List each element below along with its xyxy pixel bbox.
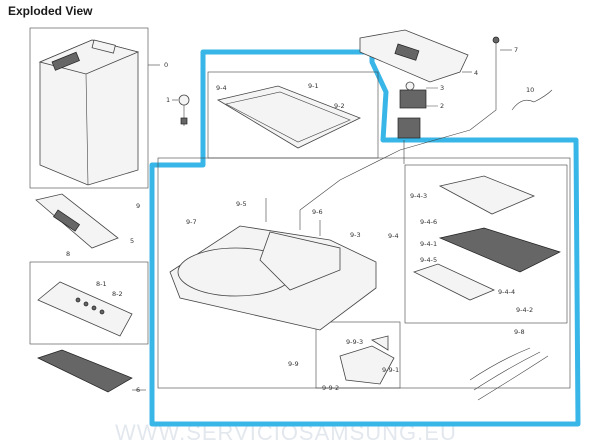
frame-control-panel	[29, 261, 149, 345]
frame-cover-group	[207, 71, 379, 159]
label-9-9-1: 9-9-1	[382, 366, 399, 374]
part-wire-harness	[511, 89, 553, 111]
part-main-pcb	[37, 349, 133, 393]
part-pcb-board	[438, 227, 561, 273]
label-9-6: 9-6	[312, 208, 323, 216]
part-control-panel	[37, 281, 133, 337]
label-9-3: 9-3	[350, 231, 361, 239]
label-9-7: 9-7	[186, 218, 197, 226]
label-7: 7	[514, 46, 518, 54]
label-9-4-1: 9-4-1	[420, 240, 437, 248]
part-washer-unit	[38, 39, 140, 186]
label-9-4-6: 9-4-6	[420, 218, 437, 226]
part-valve	[178, 94, 190, 126]
part-top-cover	[169, 225, 377, 331]
label-4: 4	[474, 69, 478, 77]
label-8-2: 8-2	[112, 290, 123, 298]
highlight-outline	[149, 49, 581, 427]
label-8: 8	[66, 250, 70, 258]
label-9: 9	[136, 202, 140, 210]
label-9-9-2: 9-9-2	[322, 384, 339, 392]
part-cover	[216, 85, 361, 149]
label-9-2: 9-2	[334, 102, 345, 110]
label-3: 3	[440, 84, 444, 92]
label-9-5: 9-5	[236, 200, 247, 208]
part-panel-trim	[35, 193, 119, 249]
label-1: 1	[166, 96, 170, 104]
label-9-4-right: 9-4	[388, 232, 399, 240]
part-harness	[469, 347, 549, 401]
label-9-4-3: 9-4-3	[410, 192, 427, 200]
label-6: 6	[136, 386, 140, 394]
frame-pcb-group	[404, 164, 568, 324]
label-9-1: 9-1	[308, 82, 319, 90]
label-9-4: 9-4	[216, 84, 227, 92]
page-title: Exploded View	[8, 4, 93, 18]
frame-complete-unit	[29, 27, 149, 189]
part-detergent-drawer	[339, 335, 395, 385]
label-9-9: 9-9	[288, 360, 299, 368]
label-9-4-4: 9-4-4	[498, 288, 515, 296]
label-9-8: 9-8	[514, 328, 525, 336]
label-10: 10	[526, 86, 534, 94]
part-pump-assembly	[397, 81, 427, 139]
part-pcb-frame	[412, 263, 495, 301]
label-9-9-3: 9-9-3	[346, 338, 363, 346]
label-0: 0	[164, 61, 168, 69]
part-hose	[299, 36, 500, 211]
label-9-4-2: 9-4-2	[516, 306, 533, 314]
label-9-4-5: 9-4-5	[420, 256, 437, 264]
label-2: 2	[440, 102, 444, 110]
frame-dispenser-group	[315, 321, 401, 389]
label-5: 5	[130, 237, 134, 245]
part-pcb-cover	[438, 175, 536, 215]
label-8-1: 8-1	[96, 280, 107, 288]
part-top-frame	[359, 29, 469, 83]
